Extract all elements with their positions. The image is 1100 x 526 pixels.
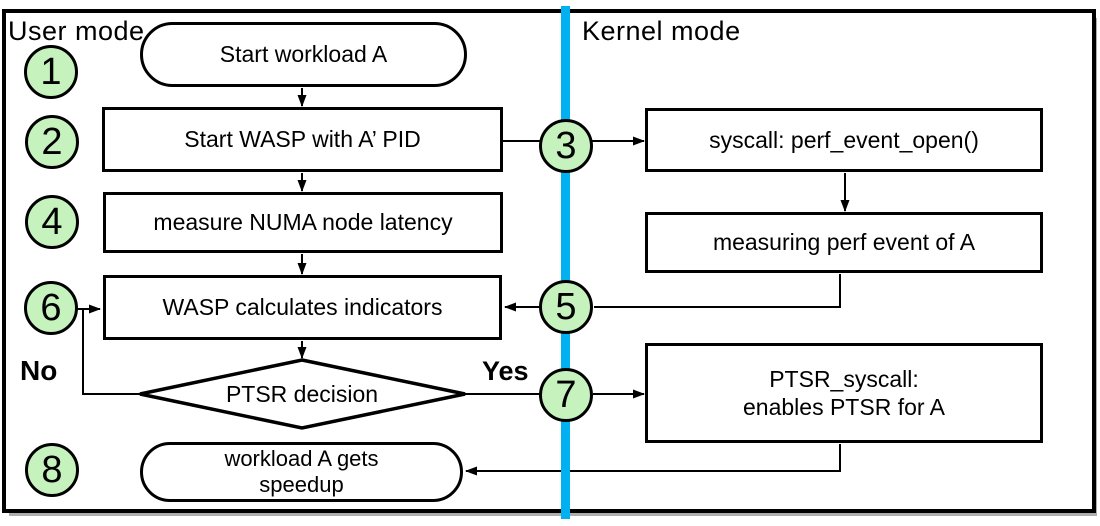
step-circle-5: 5 (539, 280, 593, 334)
node-syscall-text: syscall: perf_event_open() (709, 126, 979, 153)
step-circle-4: 4 (25, 195, 79, 249)
step-circle-1: 1 (24, 45, 78, 99)
no-branch-label: No (20, 355, 58, 386)
node-start-wasp: Start WASP with A’ PID (102, 107, 503, 172)
user-mode-label: User mode (8, 16, 145, 46)
step-number-5: 5 (555, 285, 577, 328)
node-start-workload: Start workload A (140, 22, 467, 87)
decision-diamond-shape (139, 358, 466, 430)
node-workload-speedup: workload A gets speedup (140, 442, 463, 502)
step-circle-8: 8 (25, 443, 79, 497)
step-number-8: 8 (41, 448, 63, 491)
node-measure-numa: measure NUMA node latency (103, 192, 503, 253)
elbow-ptsr-to-speedup (465, 444, 841, 476)
yes-branch-label: Yes (482, 356, 529, 386)
step-number-7: 7 (555, 373, 577, 416)
node-measure-numa-text: measure NUMA node latency (153, 209, 453, 235)
mode-divider-line (561, 6, 570, 519)
node-ptsr-syscall: PTSR_syscall: enables PTSR for A (645, 343, 1043, 443)
node-workload-speedup-line1: workload A gets (224, 446, 379, 471)
node-ptsr-syscall-line2: enables PTSR for A (743, 394, 945, 420)
node-calc-indicators-text: WASP calculates indicators (162, 294, 443, 320)
diagram-border (2, 9, 1096, 513)
step-circle-6: 6 (24, 281, 78, 335)
node-start-workload-text: Start workload A (219, 41, 388, 67)
step-circle-2: 2 (25, 115, 79, 169)
node-syscall-perf-event-open: syscall: perf_event_open() (645, 108, 1043, 172)
step-number-2: 2 (41, 120, 63, 163)
step-number-6: 6 (40, 286, 62, 329)
node-start-wasp-text: Start WASP with A’ PID (184, 126, 421, 152)
node-ptsr-syscall-line1: PTSR_syscall: (769, 366, 919, 392)
node-measuring-text: measuring perf event of A (712, 229, 976, 255)
kernel-mode-label: Kernel mode (582, 16, 741, 46)
step-number-3: 3 (555, 124, 577, 167)
node-workload-speedup-line2: speedup (259, 472, 344, 497)
decision-diamond-label: PTSR decision (225, 381, 379, 407)
node-measuring-perf-event: measuring perf event of A (645, 212, 1043, 273)
step-number-4: 4 (41, 200, 63, 243)
no-branch-path (82, 304, 140, 395)
elbow-measuring-to-step5 (594, 274, 841, 308)
step-circle-3: 3 (539, 119, 593, 173)
step-number-1: 1 (40, 50, 62, 93)
step-circle-7: 7 (539, 368, 593, 422)
node-calc-indicators: WASP calculates indicators (103, 275, 502, 340)
